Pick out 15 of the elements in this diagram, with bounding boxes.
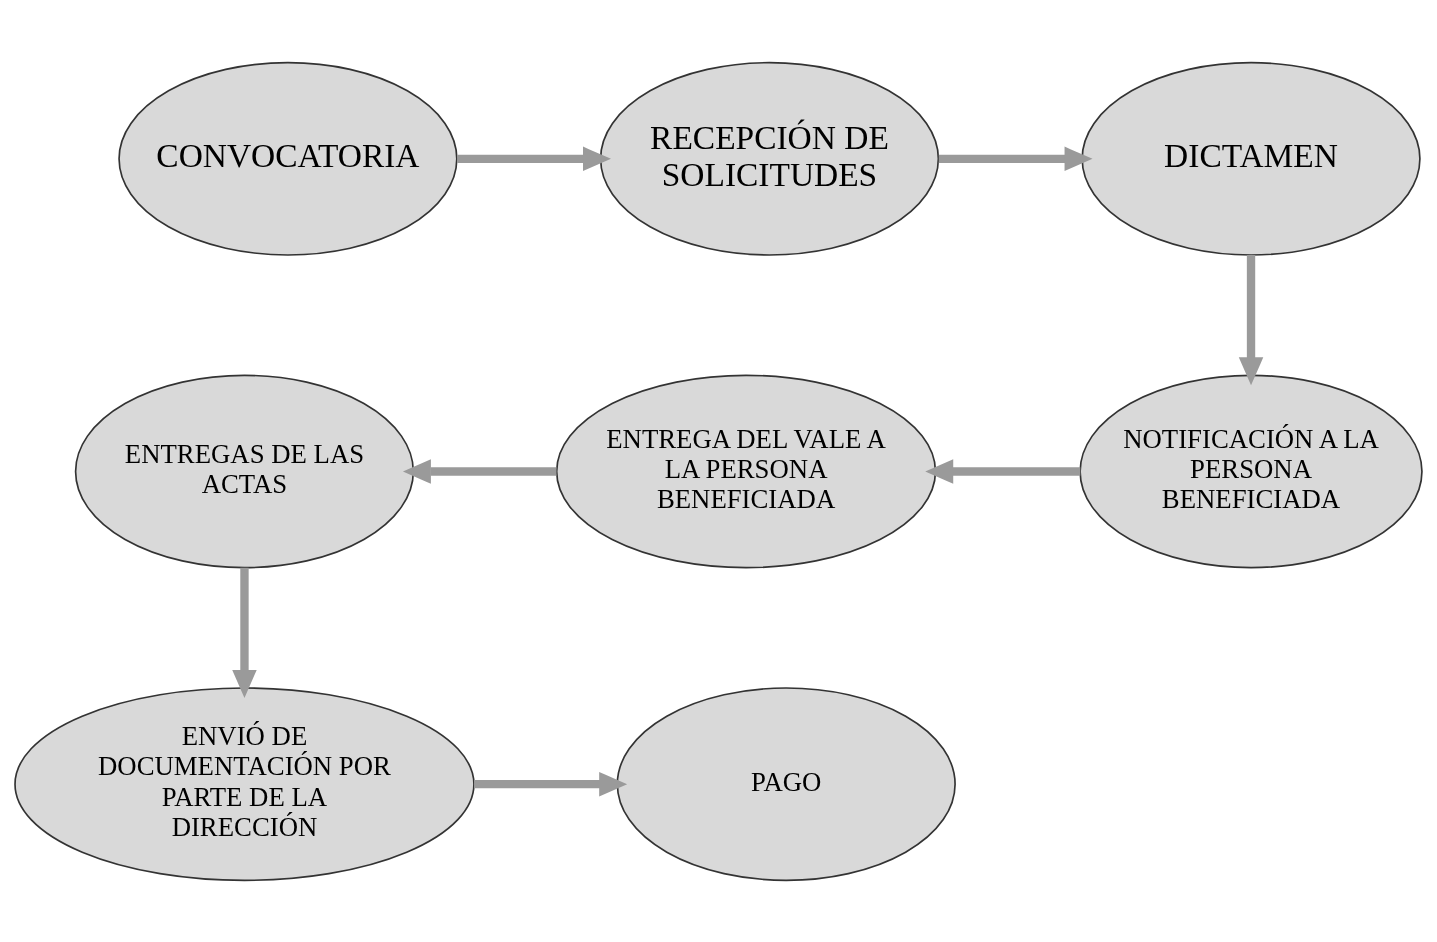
- node-ellipse: ENTREGAS DE LAS ACTAS: [74, 374, 415, 568]
- node-ellipse: ENTREGA DEL VALE A LA PERSONA BENEFICIADA: [555, 374, 937, 568]
- arrow: [232, 567, 257, 698]
- arrow: [402, 458, 557, 484]
- arrow: [1238, 254, 1264, 385]
- arrow: [474, 771, 628, 796]
- arrow: [457, 146, 611, 171]
- node-ellipse: DICTAMEN: [1081, 61, 1421, 256]
- node-ellipse: RECEPCIÓN DE SOLICITUDES: [599, 61, 940, 256]
- node-ellipse: NOTIFICACIÓN A LA PERSONA BENEFICIADA: [1079, 374, 1423, 568]
- arrow: [938, 146, 1093, 171]
- node-ellipse: PAGO: [616, 686, 956, 881]
- arrow: [925, 458, 1081, 484]
- node-ellipse: ENVIÓ DE DOCUMENTACIÓN POR PARTE DE LA DIRECCIÓN: [14, 686, 475, 881]
- node-ellipse: CONVOCATORIA: [118, 61, 458, 256]
